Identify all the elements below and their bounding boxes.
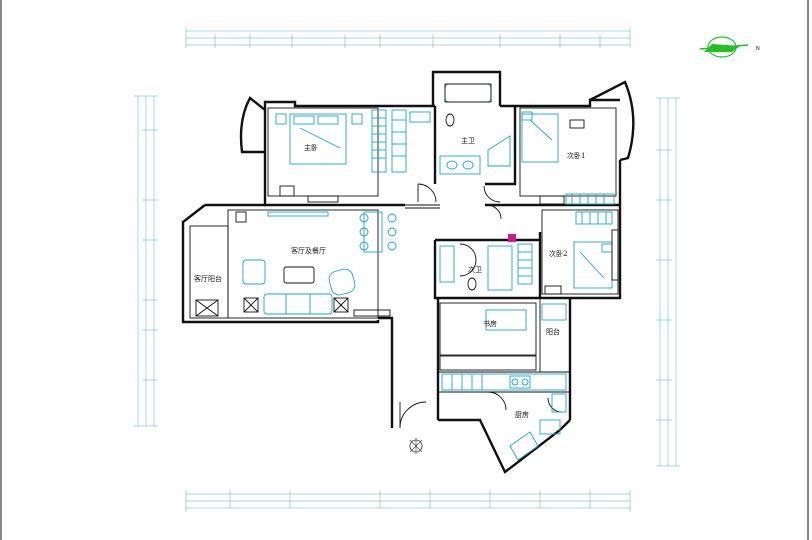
bedroom1-furniture [521, 111, 615, 205]
door-arcs [399, 183, 563, 429]
room-label-living-dining: 客厅及餐厅 [291, 246, 326, 255]
bath2-furniture [439, 234, 533, 291]
room-label-living-balcony: 客厅阳台 [194, 274, 222, 283]
walls [181, 70, 635, 474]
living-furniture [195, 211, 397, 317]
dimension-lines-right [656, 97, 680, 467]
room-label-master-bedroom: 主卧 [304, 143, 318, 152]
room-label-bedroom-1: 次卧1 [567, 151, 585, 160]
master-bath-furniture [439, 83, 511, 175]
dimension-lines-left [134, 95, 158, 427]
room-label-second-bath: 次卫 [468, 265, 482, 274]
room-label-kitchen: 厨房 [515, 410, 529, 419]
study-furniture [439, 303, 567, 371]
room-label-bedroom-2: 次卧2 [549, 249, 567, 258]
master-bedroom-furniture [275, 109, 431, 203]
kitchen-furniture [441, 373, 567, 461]
north-compass-icon: N [699, 36, 760, 58]
bedroom2-furniture [544, 211, 619, 295]
room-label-master-bath: 主卫 [461, 136, 475, 145]
room-label-study: 书房 [483, 319, 497, 328]
entry-plant-icon [409, 438, 423, 454]
north-label: N [756, 46, 760, 52]
dimension-lines-top [185, 28, 631, 48]
dimension-lines-bottom [185, 490, 631, 512]
accent-mark-icon [508, 234, 516, 242]
room-label-balcony: 阳台 [546, 327, 560, 336]
inner-lines [189, 107, 619, 356]
room-labels: 主卧 主卫 次卧1 次卧2 次卫 客厅及餐厅 客厅阳台 书房 阳台 厨房 [194, 136, 585, 419]
